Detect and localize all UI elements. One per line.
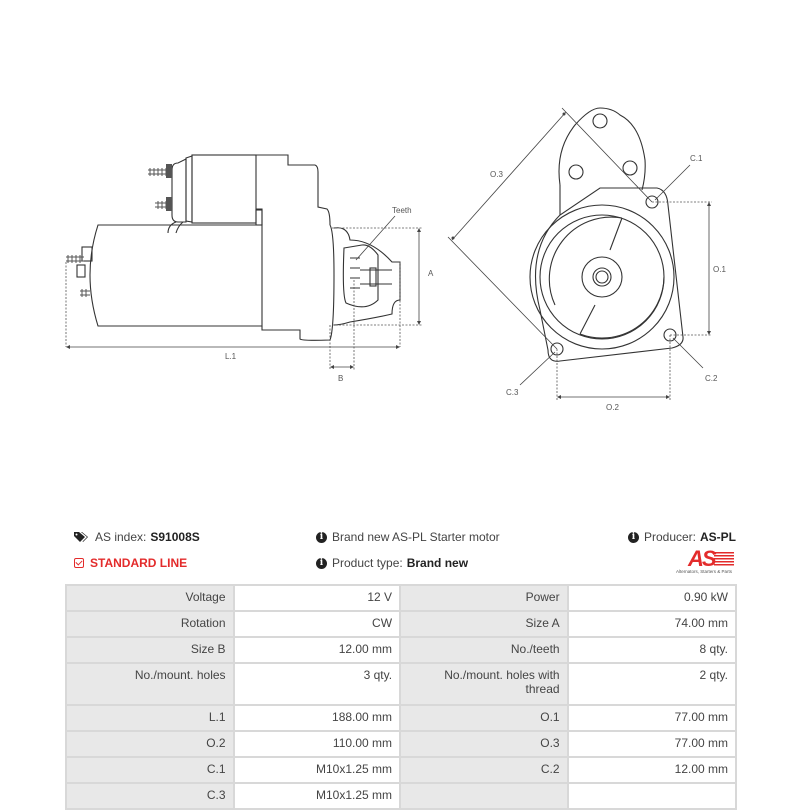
producer-value: AS-PL xyxy=(700,530,736,544)
spec-key xyxy=(399,782,569,810)
as-pl-logo: AS Alternators, Starters & Parts xyxy=(670,546,738,578)
spec-key: Voltage xyxy=(65,584,235,612)
technical-drawing: Teeth A L.1 B xyxy=(65,107,726,412)
product-type: i Product type: Brand new xyxy=(316,556,468,570)
spec-key: No./mount. holes xyxy=(65,662,235,706)
o3-label: O.3 xyxy=(490,170,503,179)
c2-label: C.2 xyxy=(705,374,718,383)
table-row: Size B 12.00 mm No./teeth 8 qty. xyxy=(65,636,738,664)
product-type-value: Brand new xyxy=(406,556,469,570)
producer: i Producer: AS-PL xyxy=(627,530,736,544)
table-row: L.1 188.00 mm O.1 77.00 mm xyxy=(65,704,738,732)
spec-key: O.2 xyxy=(65,730,235,758)
spec-value: 12.00 mm xyxy=(566,756,738,784)
dimension-a-label: A xyxy=(428,269,434,278)
table-row: Rotation CW Size A 74.00 mm xyxy=(65,610,738,638)
spec-value: 74.00 mm xyxy=(566,610,738,638)
info-circle-icon: i xyxy=(627,531,639,543)
specification-table: Voltage 12 V Power 0.90 kW Rotation CW S… xyxy=(65,584,738,810)
dimension-l1-label: L.1 xyxy=(225,352,237,361)
dimension-b-label: B xyxy=(338,374,343,383)
spec-value: 8 qty. xyxy=(566,636,738,664)
c3-label: C.3 xyxy=(506,388,519,397)
spec-value: CW xyxy=(232,610,402,638)
spec-key: C.2 xyxy=(399,756,569,784)
spec-value: 0.90 kW xyxy=(566,584,738,612)
spec-value: 12.00 mm xyxy=(232,636,402,664)
standard-line-badge: STANDARD LINE xyxy=(74,556,187,570)
product-info: AS index: S91008S STANDARD LINE i Brand … xyxy=(66,526,736,576)
product-description: i Brand new AS-PL Starter motor xyxy=(316,530,500,544)
o2-label: O.2 xyxy=(606,403,619,412)
logo-text: AS xyxy=(688,546,717,571)
spec-key: Size A xyxy=(399,610,569,638)
spec-key: C.3 xyxy=(65,782,235,810)
starter-front-view xyxy=(529,107,684,362)
spec-value: 3 qty. xyxy=(232,662,402,706)
table-row: Voltage 12 V Power 0.90 kW xyxy=(65,584,738,612)
spec-value: 12 V xyxy=(232,584,402,612)
as-index-value: S91008S xyxy=(150,530,200,544)
table-row: C.3 M10x1.25 mm xyxy=(65,782,738,810)
spec-key: O.3 xyxy=(399,730,569,758)
spec-key: No./mount. holes with thread xyxy=(399,662,569,706)
spec-key: O.1 xyxy=(399,704,569,732)
table-row: No./mount. holes 3 qty. No./mount. holes… xyxy=(65,662,738,706)
table-row: O.2 110.00 mm O.3 77.00 mm xyxy=(65,730,738,758)
spec-value: 77.00 mm xyxy=(566,704,738,732)
logo-stripes xyxy=(714,552,734,566)
logo-tagline: Alternators, Starters & Parts xyxy=(675,569,733,574)
teeth-label: Teeth xyxy=(392,206,412,215)
c1-label: C.1 xyxy=(690,154,703,163)
starter-side-view: Teeth A L.1 B xyxy=(65,107,726,412)
spec-value xyxy=(566,782,738,810)
spec-value: M10x1.25 mm xyxy=(232,756,402,784)
tags-icon xyxy=(74,532,88,542)
spec-key: Size B xyxy=(65,636,235,664)
spec-key: L.1 xyxy=(65,704,235,732)
checkbox-icon xyxy=(74,558,84,568)
o1-label: O.1 xyxy=(713,265,726,274)
spec-key: C.1 xyxy=(65,756,235,784)
info-circle-icon: i xyxy=(316,557,327,569)
spec-value: 77.00 mm xyxy=(566,730,738,758)
as-index: AS index: S91008S xyxy=(74,530,200,544)
spec-key: Power xyxy=(399,584,569,612)
spec-value: 188.00 mm xyxy=(232,704,402,732)
spec-value: 110.00 mm xyxy=(232,730,402,758)
table-row: C.1 M10x1.25 mm C.2 12.00 mm xyxy=(65,756,738,784)
spec-value: M10x1.25 mm xyxy=(232,782,402,810)
info-circle-icon: i xyxy=(316,531,327,543)
spec-key: Rotation xyxy=(65,610,235,638)
spec-value: 2 qty. xyxy=(566,662,738,706)
spec-key: No./teeth xyxy=(399,636,569,664)
